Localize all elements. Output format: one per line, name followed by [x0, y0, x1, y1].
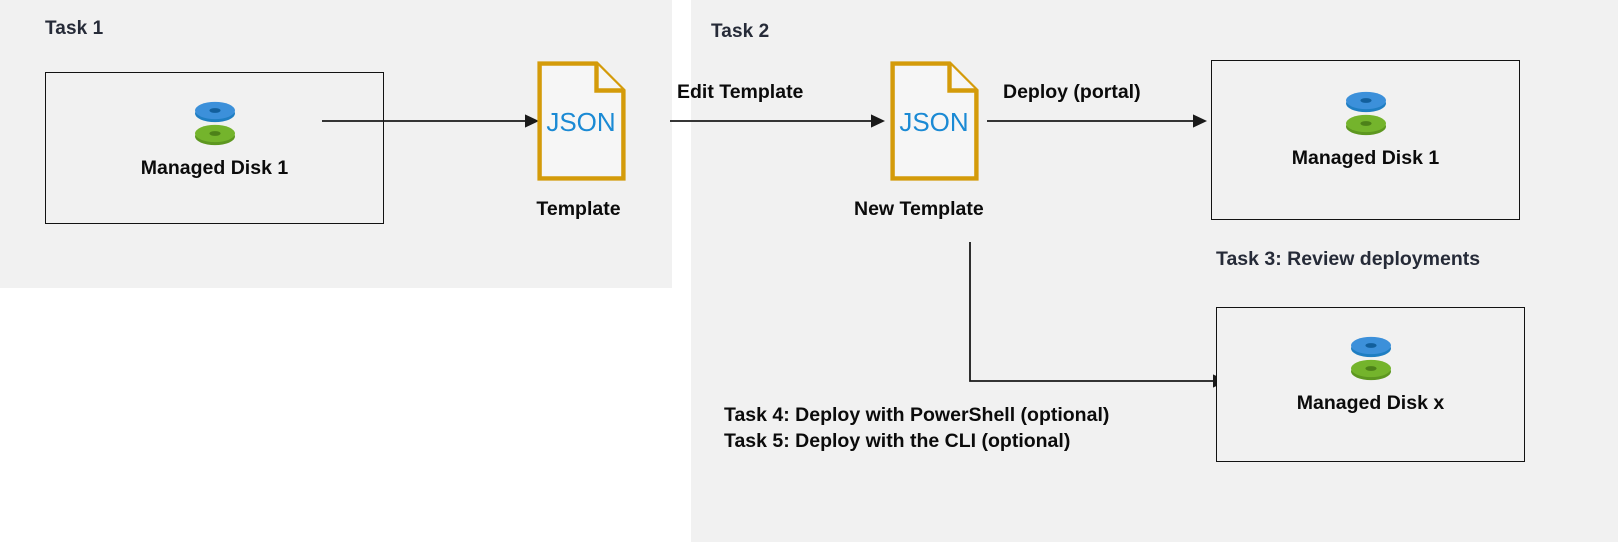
json-file-icon: JSON — [537, 61, 626, 181]
task3-note: Task 3: Review deployments — [1216, 248, 1481, 270]
box-content: Managed Disk 1 — [46, 96, 383, 180]
new-template-document: JSON New Template — [854, 61, 984, 221]
arrow-right-icon — [1193, 114, 1207, 128]
managed-disk-icon — [1345, 91, 1386, 136]
edit-template-label: Edit Template — [677, 81, 804, 103]
box-content: Managed Disk 1 — [1212, 86, 1519, 170]
arrow-right-icon — [525, 114, 539, 128]
managed-disk-icon — [194, 101, 235, 146]
task1-heading: Task 1 — [45, 18, 104, 39]
json-glyph-text: JSON — [546, 107, 615, 137]
task4-note: Task 4: Deploy with PowerShell (optional… — [724, 404, 1110, 426]
template-caption: Template — [536, 198, 621, 220]
template-document: JSON Template — [536, 61, 626, 221]
task2-heading: Task 2 — [711, 21, 770, 42]
managed-disk-portal-box: Managed Disk 1 — [1211, 60, 1520, 220]
deploy-portal-label: Deploy (portal) — [1003, 81, 1141, 103]
managed-disk-source-label: Managed Disk 1 — [140, 157, 289, 179]
arrow-disk-to-template — [322, 114, 539, 128]
json-glyph-text: JSON — [899, 107, 968, 137]
task5-note: Task 5: Deploy with the CLI (optional) — [724, 430, 1071, 452]
arrow-edit-template — [670, 114, 885, 128]
managed-disk-icon — [1350, 336, 1391, 381]
scripted-deploy-notes: Task 4: Deploy with PowerShell (optional… — [724, 402, 1109, 454]
new-template-caption: New Template — [854, 198, 984, 220]
arrow-deploy-portal — [987, 114, 1207, 128]
arrow-right-icon — [871, 114, 885, 128]
managed-disk-scripted-label: Managed Disk x — [1296, 392, 1445, 414]
box-content: Managed Disk x — [1217, 331, 1524, 415]
managed-disk-source-box: Managed Disk 1 — [45, 72, 384, 224]
arrow-elbow-scripted — [969, 242, 1227, 388]
managed-disk-portal-label: Managed Disk 1 — [1291, 147, 1440, 169]
json-file-icon: JSON — [890, 61, 979, 181]
managed-disk-scripted-box: Managed Disk x — [1216, 307, 1525, 462]
